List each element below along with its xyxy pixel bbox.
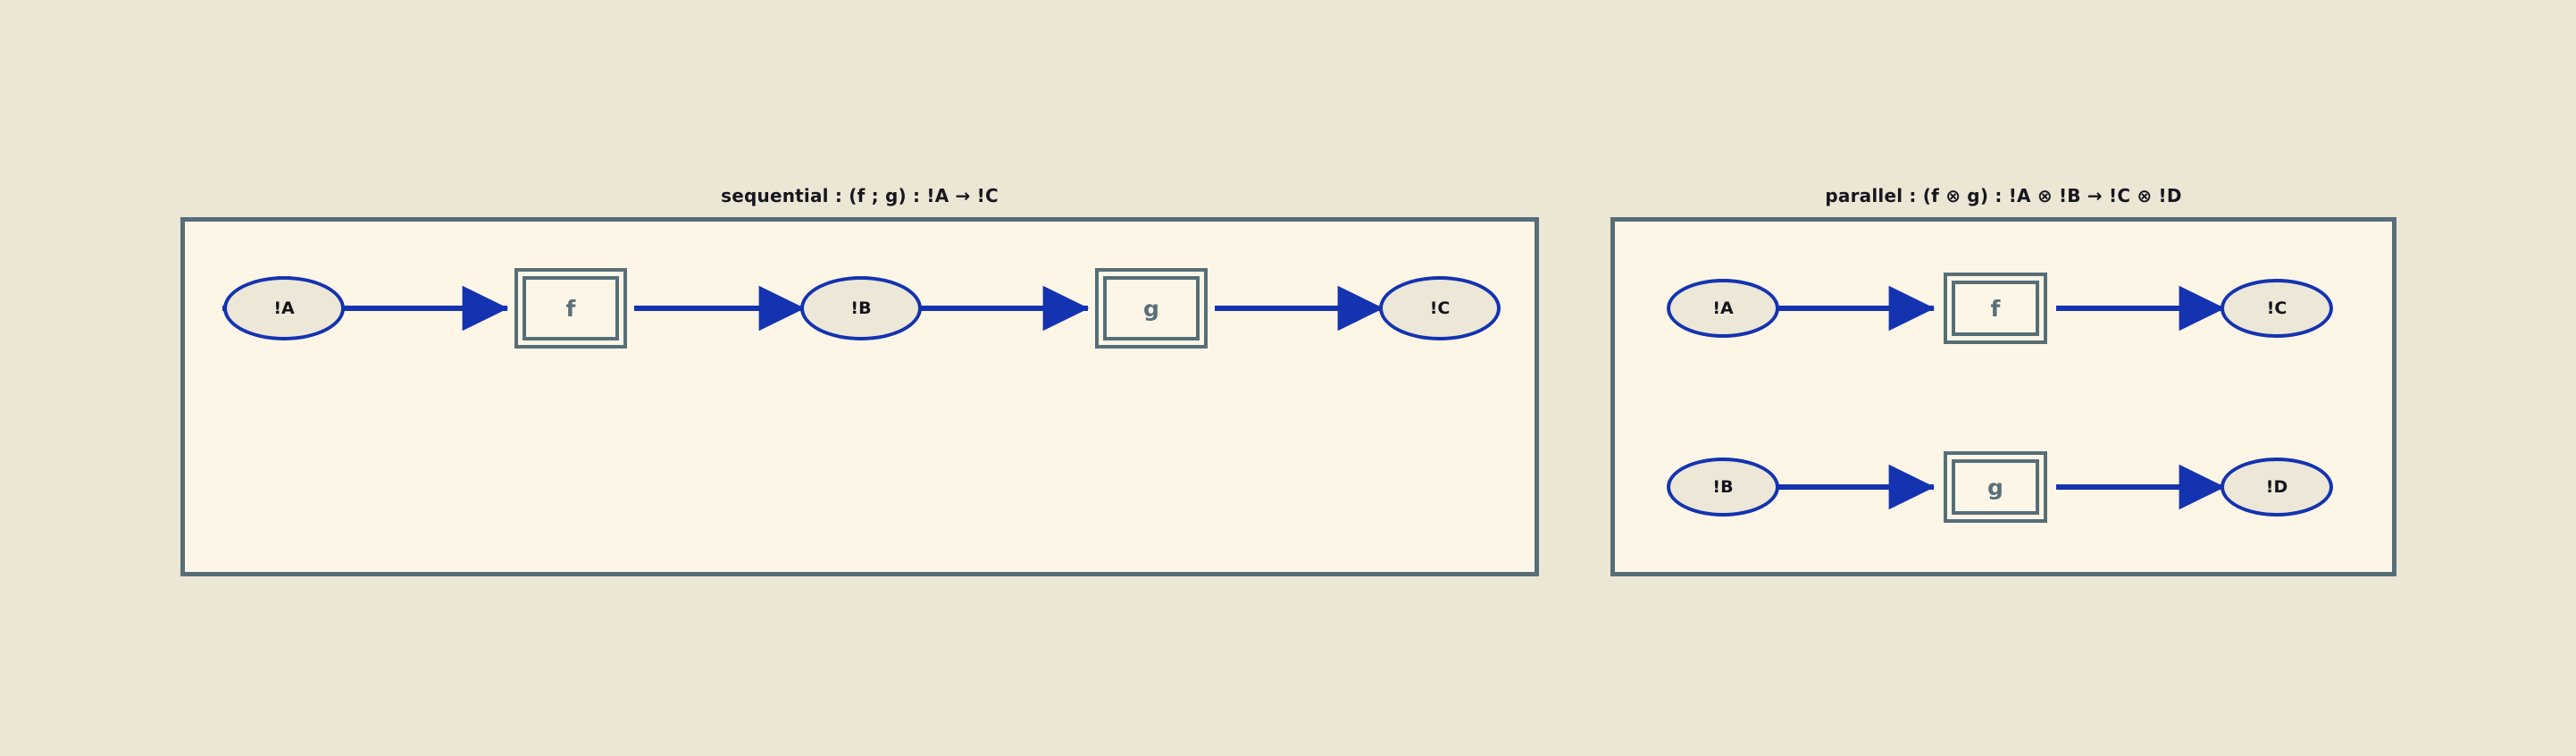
node-label: g [1987, 474, 2003, 500]
node-label: !C [1429, 298, 1451, 318]
node-par-d[interactable]: !D [2221, 458, 2333, 517]
node-par-b[interactable]: !B [1667, 458, 1779, 517]
panel-title-parallel: parallel : (f ⊗ g) : !A ⊗ !B → !C ⊗ !D [1825, 185, 2182, 206]
node-seq-c[interactable]: !C [1379, 276, 1501, 340]
node-par-g[interactable]: g [1944, 451, 2047, 523]
node-label: f [1990, 295, 2001, 322]
node-label: !A [273, 298, 295, 318]
node-par-c[interactable]: !C [2221, 279, 2333, 338]
node-label: !A [1712, 298, 1734, 318]
box-inner-frame: g [1952, 459, 2039, 515]
node-seq-g[interactable]: g [1095, 268, 1208, 349]
node-par-f[interactable]: f [1944, 273, 2047, 344]
panel-title-sequential: sequential : (f ; g) : !A → !C [721, 185, 999, 206]
box-inner-frame: f [523, 276, 619, 340]
panel-sequential [180, 217, 1539, 576]
node-label: !C [2266, 298, 2287, 318]
node-seq-a[interactable]: !A [223, 276, 345, 340]
node-seq-f[interactable]: f [514, 268, 627, 349]
box-inner-frame: g [1103, 276, 1200, 340]
node-par-a[interactable]: !A [1667, 279, 1779, 338]
node-seq-b[interactable]: !B [800, 276, 922, 340]
box-inner-frame: f [1952, 281, 2039, 336]
node-label: !B [1712, 476, 1734, 497]
node-label: f [565, 295, 576, 322]
node-label: !D [2265, 476, 2288, 497]
node-label: !B [850, 298, 872, 318]
node-label: g [1143, 295, 1159, 322]
